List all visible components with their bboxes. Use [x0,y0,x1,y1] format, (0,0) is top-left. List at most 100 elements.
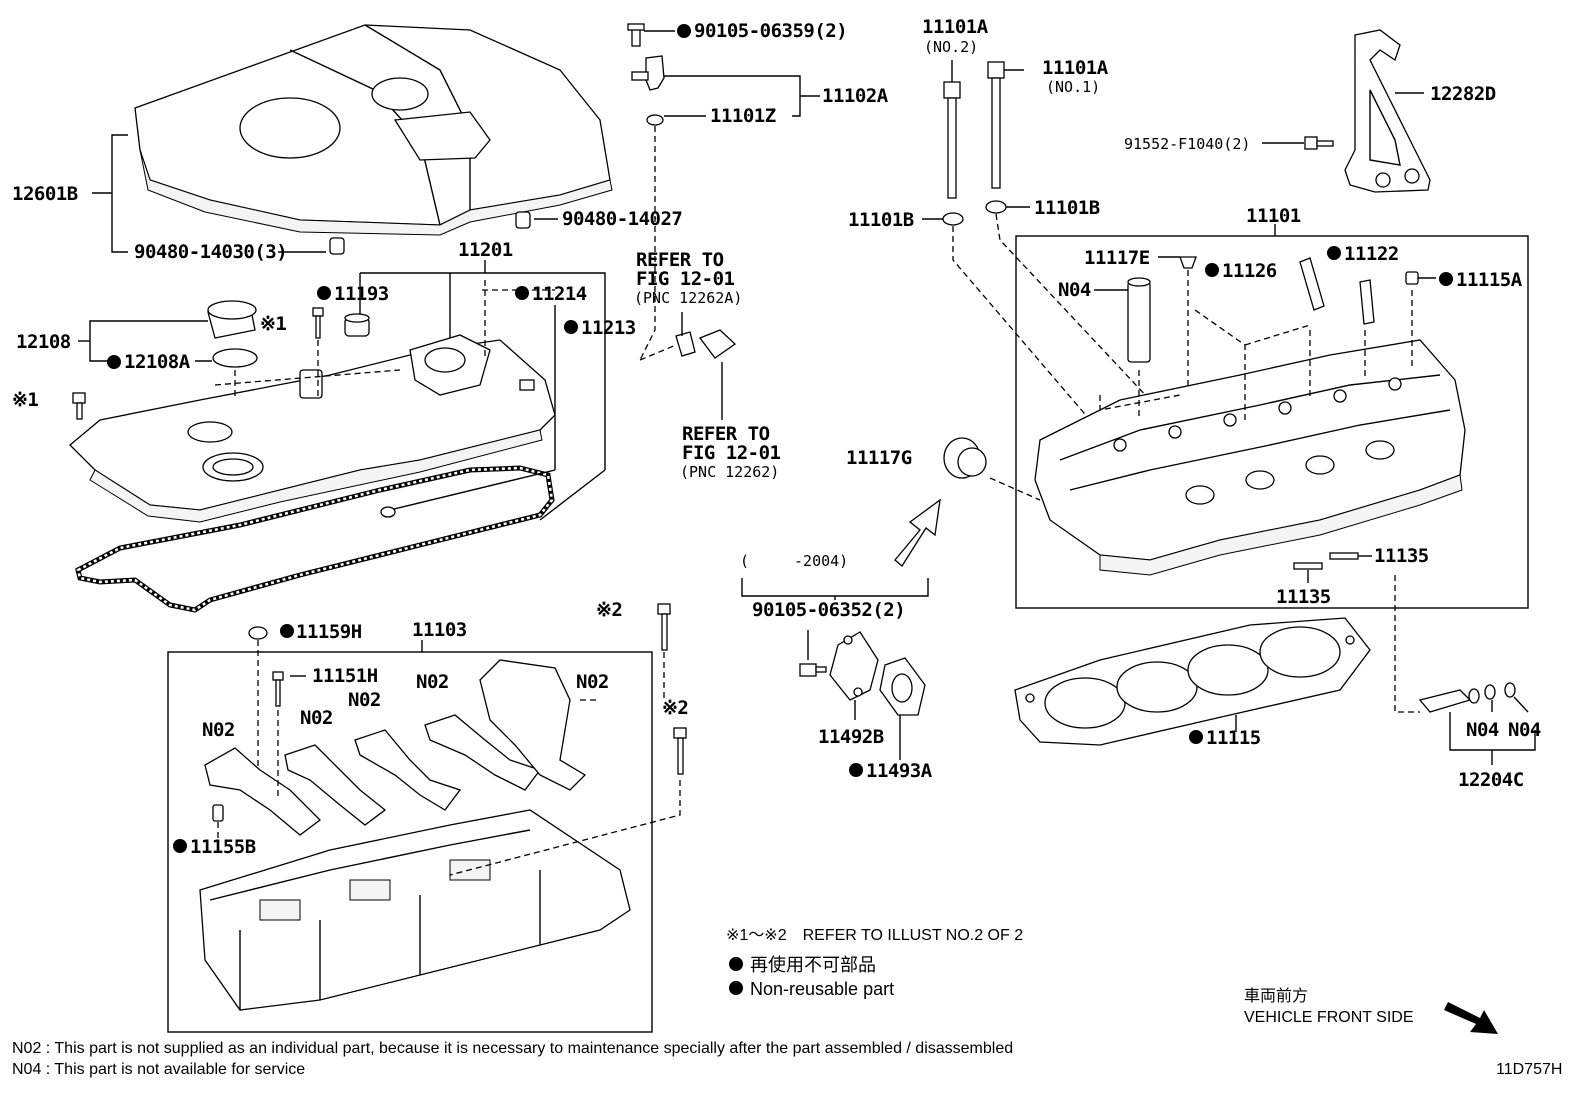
nonreusable-dot [677,24,691,38]
legend-nonreusable-en: Non-reusable part [750,979,894,999]
label-11214: 11214 [532,283,587,305]
ref2-line1: REFER TO [682,423,770,445]
bolt-91552 [1304,136,1334,150]
label-x1-top: ※1 [260,313,286,335]
bolt-x2-b [673,727,687,775]
plug-11155b [212,804,224,822]
cylinder-head-cover-drawing [69,334,556,523]
illustration-id: 11D757H [1496,1061,1562,1078]
cam-caps-n02 [204,659,587,836]
label-n02-b: N02 [576,671,609,693]
cylinder-head-drawing [1034,339,1466,576]
bolt-x1-top [312,307,324,339]
label-dots [107,246,1453,853]
vehicle-front-en: VEHICLE FRONT SIDE [1244,1009,1414,1026]
vehicle-front-jp: 車両前方 [1244,987,1308,1005]
direction-arrow [894,498,941,567]
label-11117e: 11117E [1084,247,1150,269]
label-11193: 11193 [334,283,389,305]
label-11101a-no2: 11101A [922,16,989,38]
label-n04-b: N04 [1466,719,1499,741]
ref1-line1: REFER TO [636,249,724,271]
label-90480-14030: 90480-14030(3) [134,241,287,263]
label-11103: 11103 [412,619,467,641]
label-11135-b: 11135 [1276,586,1331,608]
label-11101b-a: 11101B [848,209,914,231]
label-11122: 11122 [1344,243,1399,265]
label-12282d: 12282D [1430,83,1496,105]
oil-filler-cap-12108 [207,300,258,368]
label-no2: (NO.2) [924,38,978,56]
plug-11117g [943,437,987,479]
label-x1-left: ※1 [12,389,38,411]
bolt-11151h [272,671,284,707]
label-11115a: 11115A [1456,269,1523,291]
label-90105-06352: 90105-06352(2) [752,599,905,621]
label-11493a: 11493A [866,760,933,782]
legend-dot-en [729,981,743,995]
label-12204c: 12204C [1458,769,1524,791]
pipe-11126 [1299,257,1325,311]
label-11101a-no1: 11101A [1042,57,1109,79]
footnote-n04: N04 : This part is not available for ser… [12,1061,305,1078]
label-n02-a: N02 [416,671,449,693]
gasket-11493a [879,657,926,716]
gasket-11213 [75,465,555,613]
engine-cover-drawing [134,24,613,236]
bolt-90105-06352 [799,663,827,677]
bolt-11101a-no1 [987,61,1005,189]
grommet-90480-14027 [515,211,531,229]
plug-11159h [248,626,268,640]
sensor-11102a [627,23,665,126]
washer-11101b-a [942,212,964,226]
cam-housing-drawing [199,809,631,1011]
bolt-x1-left [72,392,86,420]
ref2-line3: (PNC 12262) [680,463,779,481]
label-n02-d: N02 [300,707,333,729]
label-n04-c: N04 [1508,719,1541,741]
ref2-line2: FIG 12-01 [682,442,781,464]
label-x2-a: ※2 [596,599,622,621]
footnote-n02: N02 : This part is not supplied as an in… [12,1040,1013,1057]
label-11115: 11115 [1206,727,1261,749]
ref1-line3: (PNC 12262A) [634,289,742,307]
washer-11101b-b [985,200,1007,214]
label-n04-a: N04 [1058,279,1091,301]
label-11213: 11213 [581,317,636,339]
bolt-11101a-no2 [943,81,961,199]
head-gasket-11115 [1014,617,1371,746]
legend-nonreusable-jp: 再使用不可部品 [750,955,876,975]
key-11135-b [1293,562,1323,570]
label-n02-e: N02 [202,719,235,741]
vehicle-front-arrow [1444,1002,1498,1034]
legend-dot-jp [729,957,743,971]
label-11117g: 11117G [846,447,912,469]
label-no1: (NO.1) [1046,78,1100,96]
label-12108a: 12108A [124,351,191,373]
legend-refer: ※1～※2 REFER TO ILLUST NO.2 OF 2 [726,927,1023,944]
grommet-90480-14030 [329,237,345,255]
key-11135-a [1329,552,1359,560]
label-12108: 12108 [16,331,71,353]
label-11101b-b: 11101B [1034,197,1100,219]
hose-refer-12262 [675,329,737,359]
label-x2-b: ※2 [662,697,688,719]
label-11159h: 11159H [296,621,362,643]
label-11126: 11126 [1222,260,1277,282]
pin-11122 [1359,279,1375,325]
label-90105-06359: 90105-06359(2) [694,20,847,42]
plug-11117e [1179,256,1197,269]
label-11492b: 11492B [818,726,884,748]
plug-11193 [344,313,370,337]
label-11101: 11101 [1246,205,1301,227]
label-11151h: 11151H [312,665,378,687]
label-91552: 91552-F1040(2) [1124,135,1250,153]
label-11155b: 11155B [190,836,256,858]
label-11135-a: 11135 [1374,545,1429,567]
pin-n04 [1127,277,1151,363]
plug-11115a [1405,271,1419,285]
label-11201: 11201 [458,239,513,261]
label-90480-14027: 90480-14027 [562,208,682,230]
label-12601b: 12601B [12,183,78,205]
